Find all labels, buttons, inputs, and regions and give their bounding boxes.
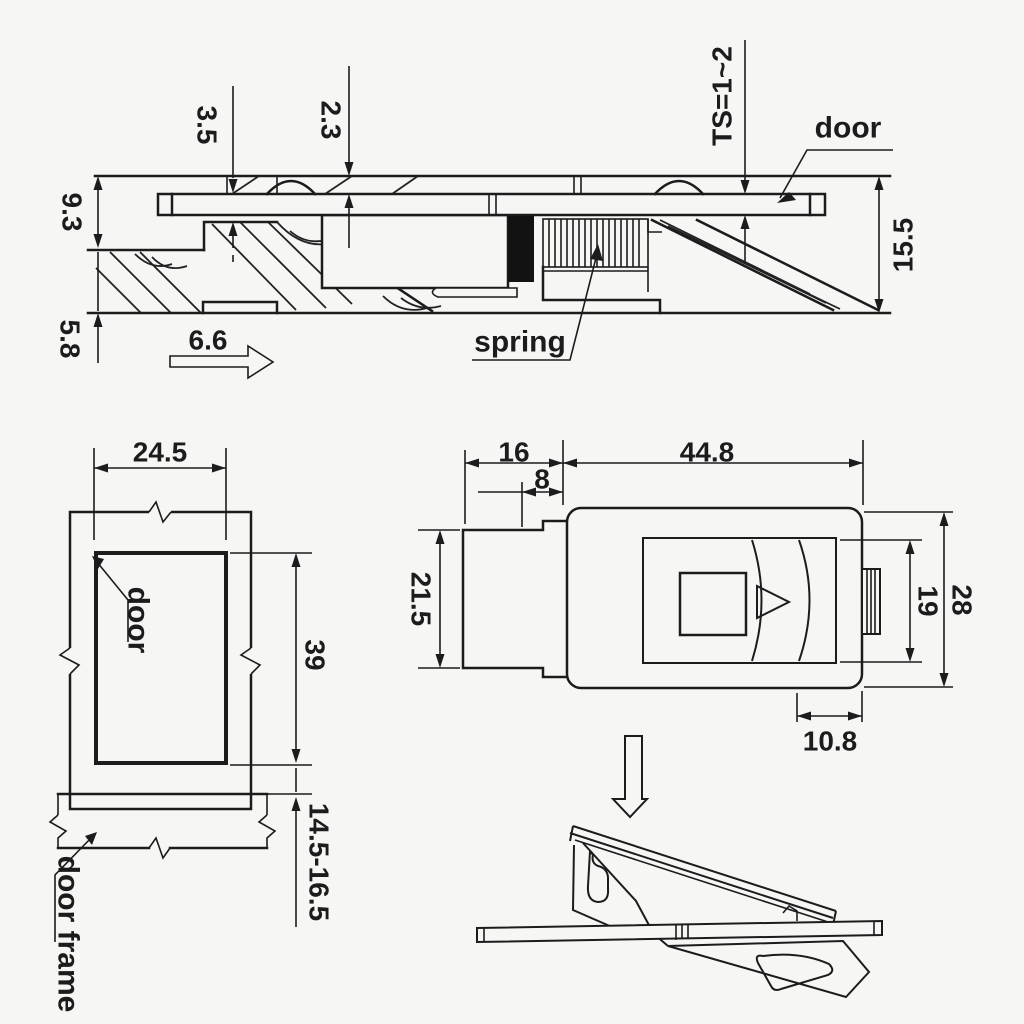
spring-label: spring	[472, 244, 603, 361]
claw-curve-2	[400, 297, 442, 309]
dim-9-3-text: 9.3	[57, 193, 88, 232]
dim-14-5-16-5-text: 14.5-16.5	[304, 803, 335, 921]
latch-detail-view: 16 44.8 8 21.5	[406, 437, 978, 757]
door-section-label: door	[777, 112, 893, 203]
dim-10-8: 10.8	[796, 691, 863, 757]
door-front-label-text: door	[122, 587, 155, 654]
dim-28-text: 28	[947, 584, 978, 615]
isometric-view	[476, 735, 883, 999]
bottom-notch	[201, 300, 279, 315]
down-arrow-icon	[610, 735, 650, 819]
latch-body	[565, 506, 864, 690]
door-frame-label-text: door frame	[52, 856, 85, 1013]
dim-6-6-text: 6.6	[189, 325, 228, 356]
dim-2-3: 2.3	[316, 66, 354, 248]
dim-19-text: 19	[913, 585, 944, 616]
claw-curve	[382, 295, 428, 311]
spring-seat-notch	[647, 219, 662, 233]
door-frame-label: door frame	[52, 832, 97, 1013]
hollow-right-arrow-icon	[169, 344, 275, 380]
dim-15-5: 15.5	[874, 176, 919, 313]
panel-arc-2	[798, 539, 811, 662]
dim-16: 16	[464, 437, 564, 524]
step-corner	[202, 220, 279, 252]
door-rect	[94, 551, 228, 765]
panel-arc-1	[751, 539, 763, 662]
dim-39: 39	[230, 552, 331, 766]
door-frame-board	[48, 792, 277, 860]
spring-coil	[541, 218, 662, 315]
dim-8-text: 8	[534, 464, 550, 495]
dim-2-3-text: 2.3	[316, 101, 347, 140]
dim-16-text: 16	[498, 437, 529, 468]
spring-label-text: spring	[474, 326, 566, 359]
dim-ts: TS=1~2	[707, 40, 750, 262]
latch-grip	[861, 568, 881, 635]
dim-9-3: 9.3	[57, 176, 103, 248]
push-direction-arrow: 6.6	[169, 325, 275, 380]
door-bar	[156, 192, 827, 217]
slider-tail	[431, 287, 518, 298]
cross-section-view: 9.3 5.8 3.5 2.3	[55, 40, 919, 380]
door-front-label: door	[92, 556, 155, 654]
left-hatch	[95, 251, 202, 314]
dim-3-5-text: 3.5	[192, 106, 223, 145]
dim-24-5: 24.5	[93, 437, 227, 540]
latch-slider	[320, 213, 510, 290]
dim-39-text: 39	[300, 639, 331, 670]
door-front-view: 24.5 39 14.5-16.5 door	[48, 437, 335, 1013]
latch-button-square	[678, 571, 748, 637]
dim-24-5-text: 24.5	[133, 437, 188, 468]
dim-5-8: 5.8	[55, 252, 103, 363]
catch-plate	[461, 519, 569, 679]
dim-10-8-text: 10.8	[803, 726, 858, 757]
door-label-text: door	[815, 112, 882, 145]
iso-catch-hook	[571, 842, 651, 928]
rubber-block	[508, 215, 534, 282]
dim-28: 28	[864, 511, 978, 688]
dim-19: 19	[840, 539, 944, 663]
dim-21-5-text: 21.5	[406, 572, 437, 627]
dim-3-5: 3.5	[192, 86, 238, 267]
right-wedge	[650, 218, 880, 312]
break-marks	[58, 500, 262, 675]
dim-44-8: 44.8	[563, 437, 864, 505]
dim-21-5: 21.5	[406, 529, 460, 669]
triangle-icon	[756, 584, 792, 620]
dim-ts-text: TS=1~2	[707, 46, 738, 146]
dim-14-5-16-5: 14.5-16.5	[267, 768, 335, 927]
frame-strip-details	[226, 175, 705, 196]
dim-5-8-text: 5.8	[55, 320, 86, 359]
dim-15-5-text: 15.5	[888, 218, 919, 273]
iso-crossbar	[476, 919, 883, 944]
pawl-curve-inner	[289, 230, 327, 243]
dim-44-8-text: 44.8	[680, 437, 735, 468]
dim-8: 8	[478, 464, 563, 527]
latch-inner-panel	[642, 537, 837, 664]
iso-latch-arm	[569, 825, 837, 926]
